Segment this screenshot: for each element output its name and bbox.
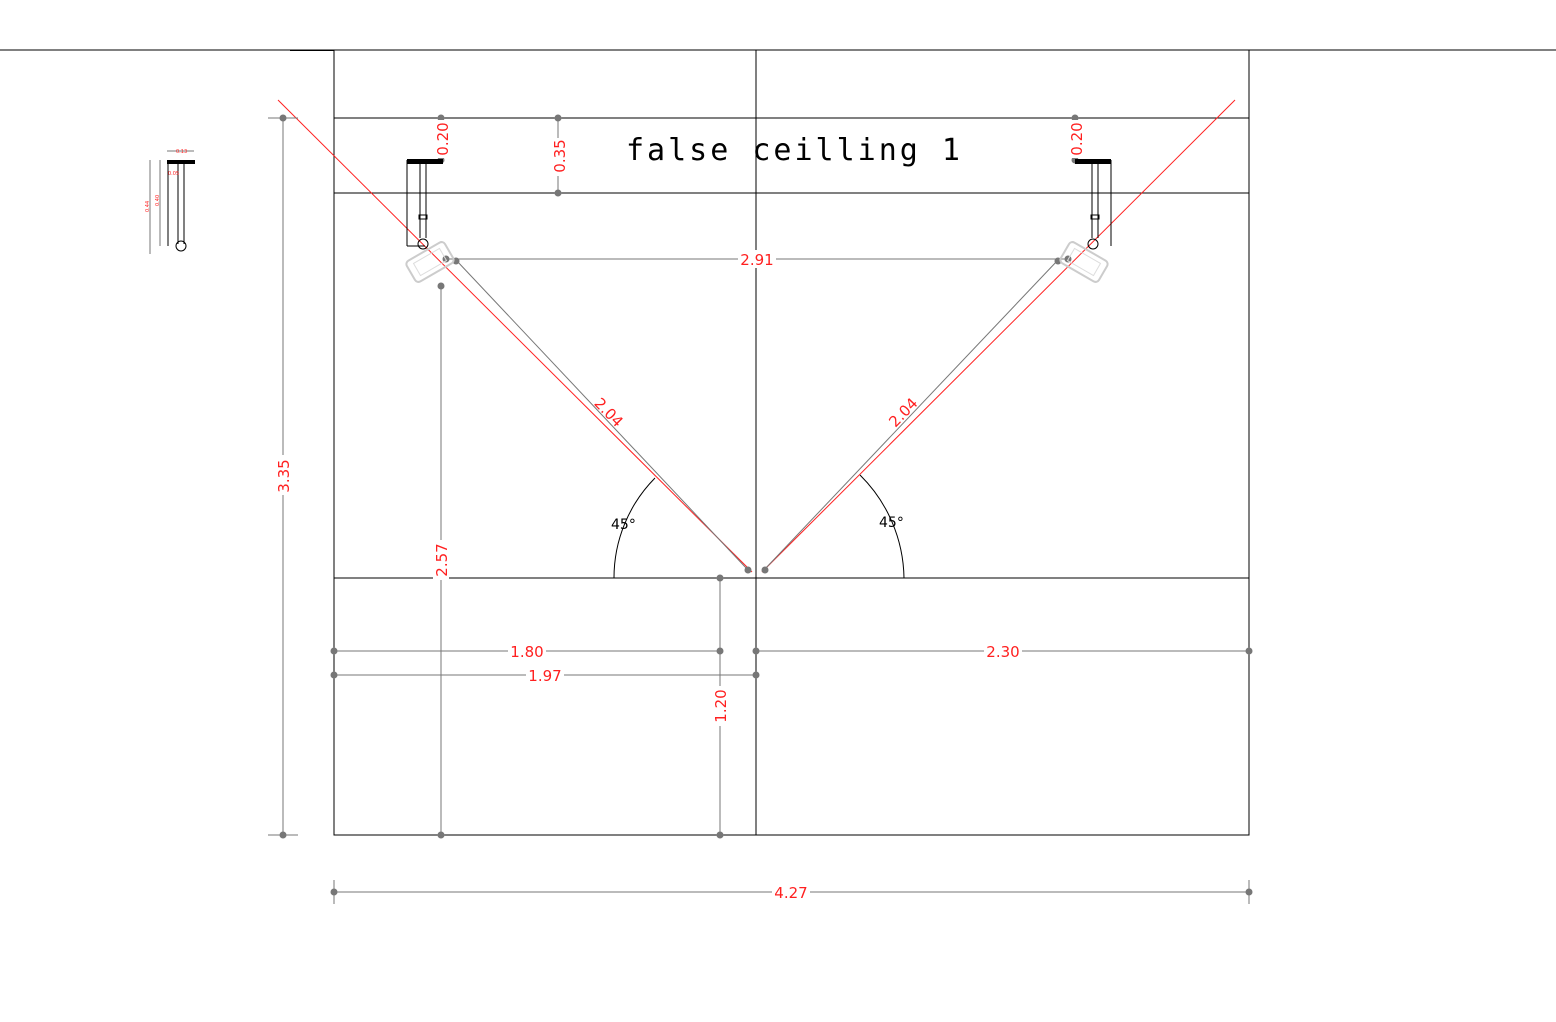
top-left-offset-label: 0.20 <box>434 122 452 155</box>
top-right-offset-label: 0.20 <box>1068 122 1086 155</box>
walls <box>0 49 1556 836</box>
right-angle-arc <box>859 474 905 579</box>
left-beam-dimension-line <box>455 259 749 571</box>
target-height-label: 1.20 <box>712 689 730 722</box>
svg-text:0.05: 0.05 <box>168 171 179 177</box>
total-height-label: 3.35 <box>275 459 293 492</box>
left-to-center-label: 1.97 <box>528 667 561 685</box>
left-angle-arc <box>613 477 656 579</box>
left-camera-mount <box>405 159 455 283</box>
ceiling-depth-label: 0.35 <box>551 139 569 172</box>
ceiling-title: false ceilling 1 <box>626 133 963 168</box>
center-to-right-label: 2.30 <box>986 643 1019 661</box>
right-beam-dimension-line <box>763 259 1059 571</box>
camera-height-label: 2.57 <box>433 543 451 576</box>
svg-text:0.44: 0.44 <box>145 201 151 212</box>
left-view-line <box>277 99 753 573</box>
left-beam-label: 2.04 <box>591 394 627 431</box>
mount-detail: 0.13 0.44 0.40 0.05 <box>145 149 195 254</box>
right-angle-label: 45° <box>879 515 904 531</box>
right-beam-label: 2.04 <box>885 394 921 431</box>
total-width-label: 4.27 <box>774 884 807 902</box>
left-camera-icon <box>405 241 455 283</box>
camera-spacing-label: 2.91 <box>740 251 773 269</box>
dimension-dots <box>279 114 1253 896</box>
left-angle-label: 45° <box>611 517 636 533</box>
right-view-line <box>761 99 1236 573</box>
left-to-target-label: 1.80 <box>510 643 543 661</box>
right-camera-icon <box>1059 241 1109 283</box>
svg-text:0.40: 0.40 <box>155 195 161 206</box>
svg-text:0.13: 0.13 <box>176 149 187 155</box>
right-camera-mount <box>1059 159 1112 283</box>
